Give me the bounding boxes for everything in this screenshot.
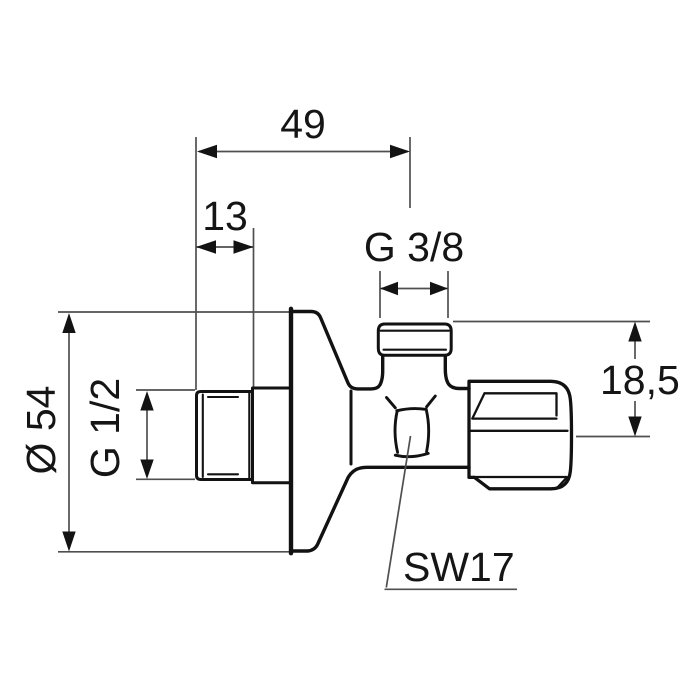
valve-outline bbox=[195, 306, 574, 556]
sw17-callout: SW17 bbox=[384, 435, 517, 591]
inlet-thread-detail bbox=[201, 390, 251, 481]
top-outlet-thread-detail bbox=[379, 329, 451, 351]
dimension-g38: G 3/8 bbox=[364, 224, 464, 318]
arrowhead bbox=[62, 531, 76, 552]
dimension-49: 49 bbox=[195, 101, 411, 390]
arrowhead bbox=[196, 240, 216, 254]
rosette-top-cone bbox=[289, 309, 385, 391]
sw17-label: SW17 bbox=[403, 544, 515, 590]
dimension-dia54: Ø 54 bbox=[18, 311, 289, 553]
arrowhead bbox=[430, 281, 448, 296]
outlet-nut-detail bbox=[468, 392, 569, 490]
dim-dia54-label: Ø 54 bbox=[18, 386, 64, 475]
arrowhead bbox=[62, 313, 76, 333]
dimension-g12: G 1/2 bbox=[82, 378, 195, 481]
outlet-nut bbox=[467, 379, 574, 491]
dimension-13: 13 bbox=[196, 193, 255, 387]
top-outlet-neck-right bbox=[443, 353, 471, 391]
inlet-thread bbox=[195, 390, 254, 481]
arrowhead bbox=[628, 416, 642, 437]
dim-g38-label: G 3/8 bbox=[364, 224, 464, 270]
dim-g12-label: G 1/2 bbox=[82, 378, 128, 478]
dim-18-5-label: 18,5 bbox=[600, 357, 680, 403]
arrowhead bbox=[140, 391, 154, 411]
arrowhead bbox=[390, 144, 410, 159]
dimension-18-5: 18,5 bbox=[453, 320, 680, 438]
rosette-bottom-cone bbox=[289, 465, 471, 553]
sw17-barrel bbox=[393, 407, 431, 459]
throat-lines bbox=[385, 394, 437, 410]
leader-line bbox=[385, 435, 412, 588]
arrowhead bbox=[233, 240, 254, 254]
arrowhead bbox=[628, 321, 642, 342]
dim-13-label: 13 bbox=[202, 193, 248, 239]
arrowhead bbox=[197, 144, 217, 159]
arrowhead bbox=[380, 281, 398, 296]
dim-49-label: 49 bbox=[280, 101, 326, 147]
arrowhead bbox=[140, 459, 154, 479]
inlet-collar bbox=[251, 386, 292, 485]
